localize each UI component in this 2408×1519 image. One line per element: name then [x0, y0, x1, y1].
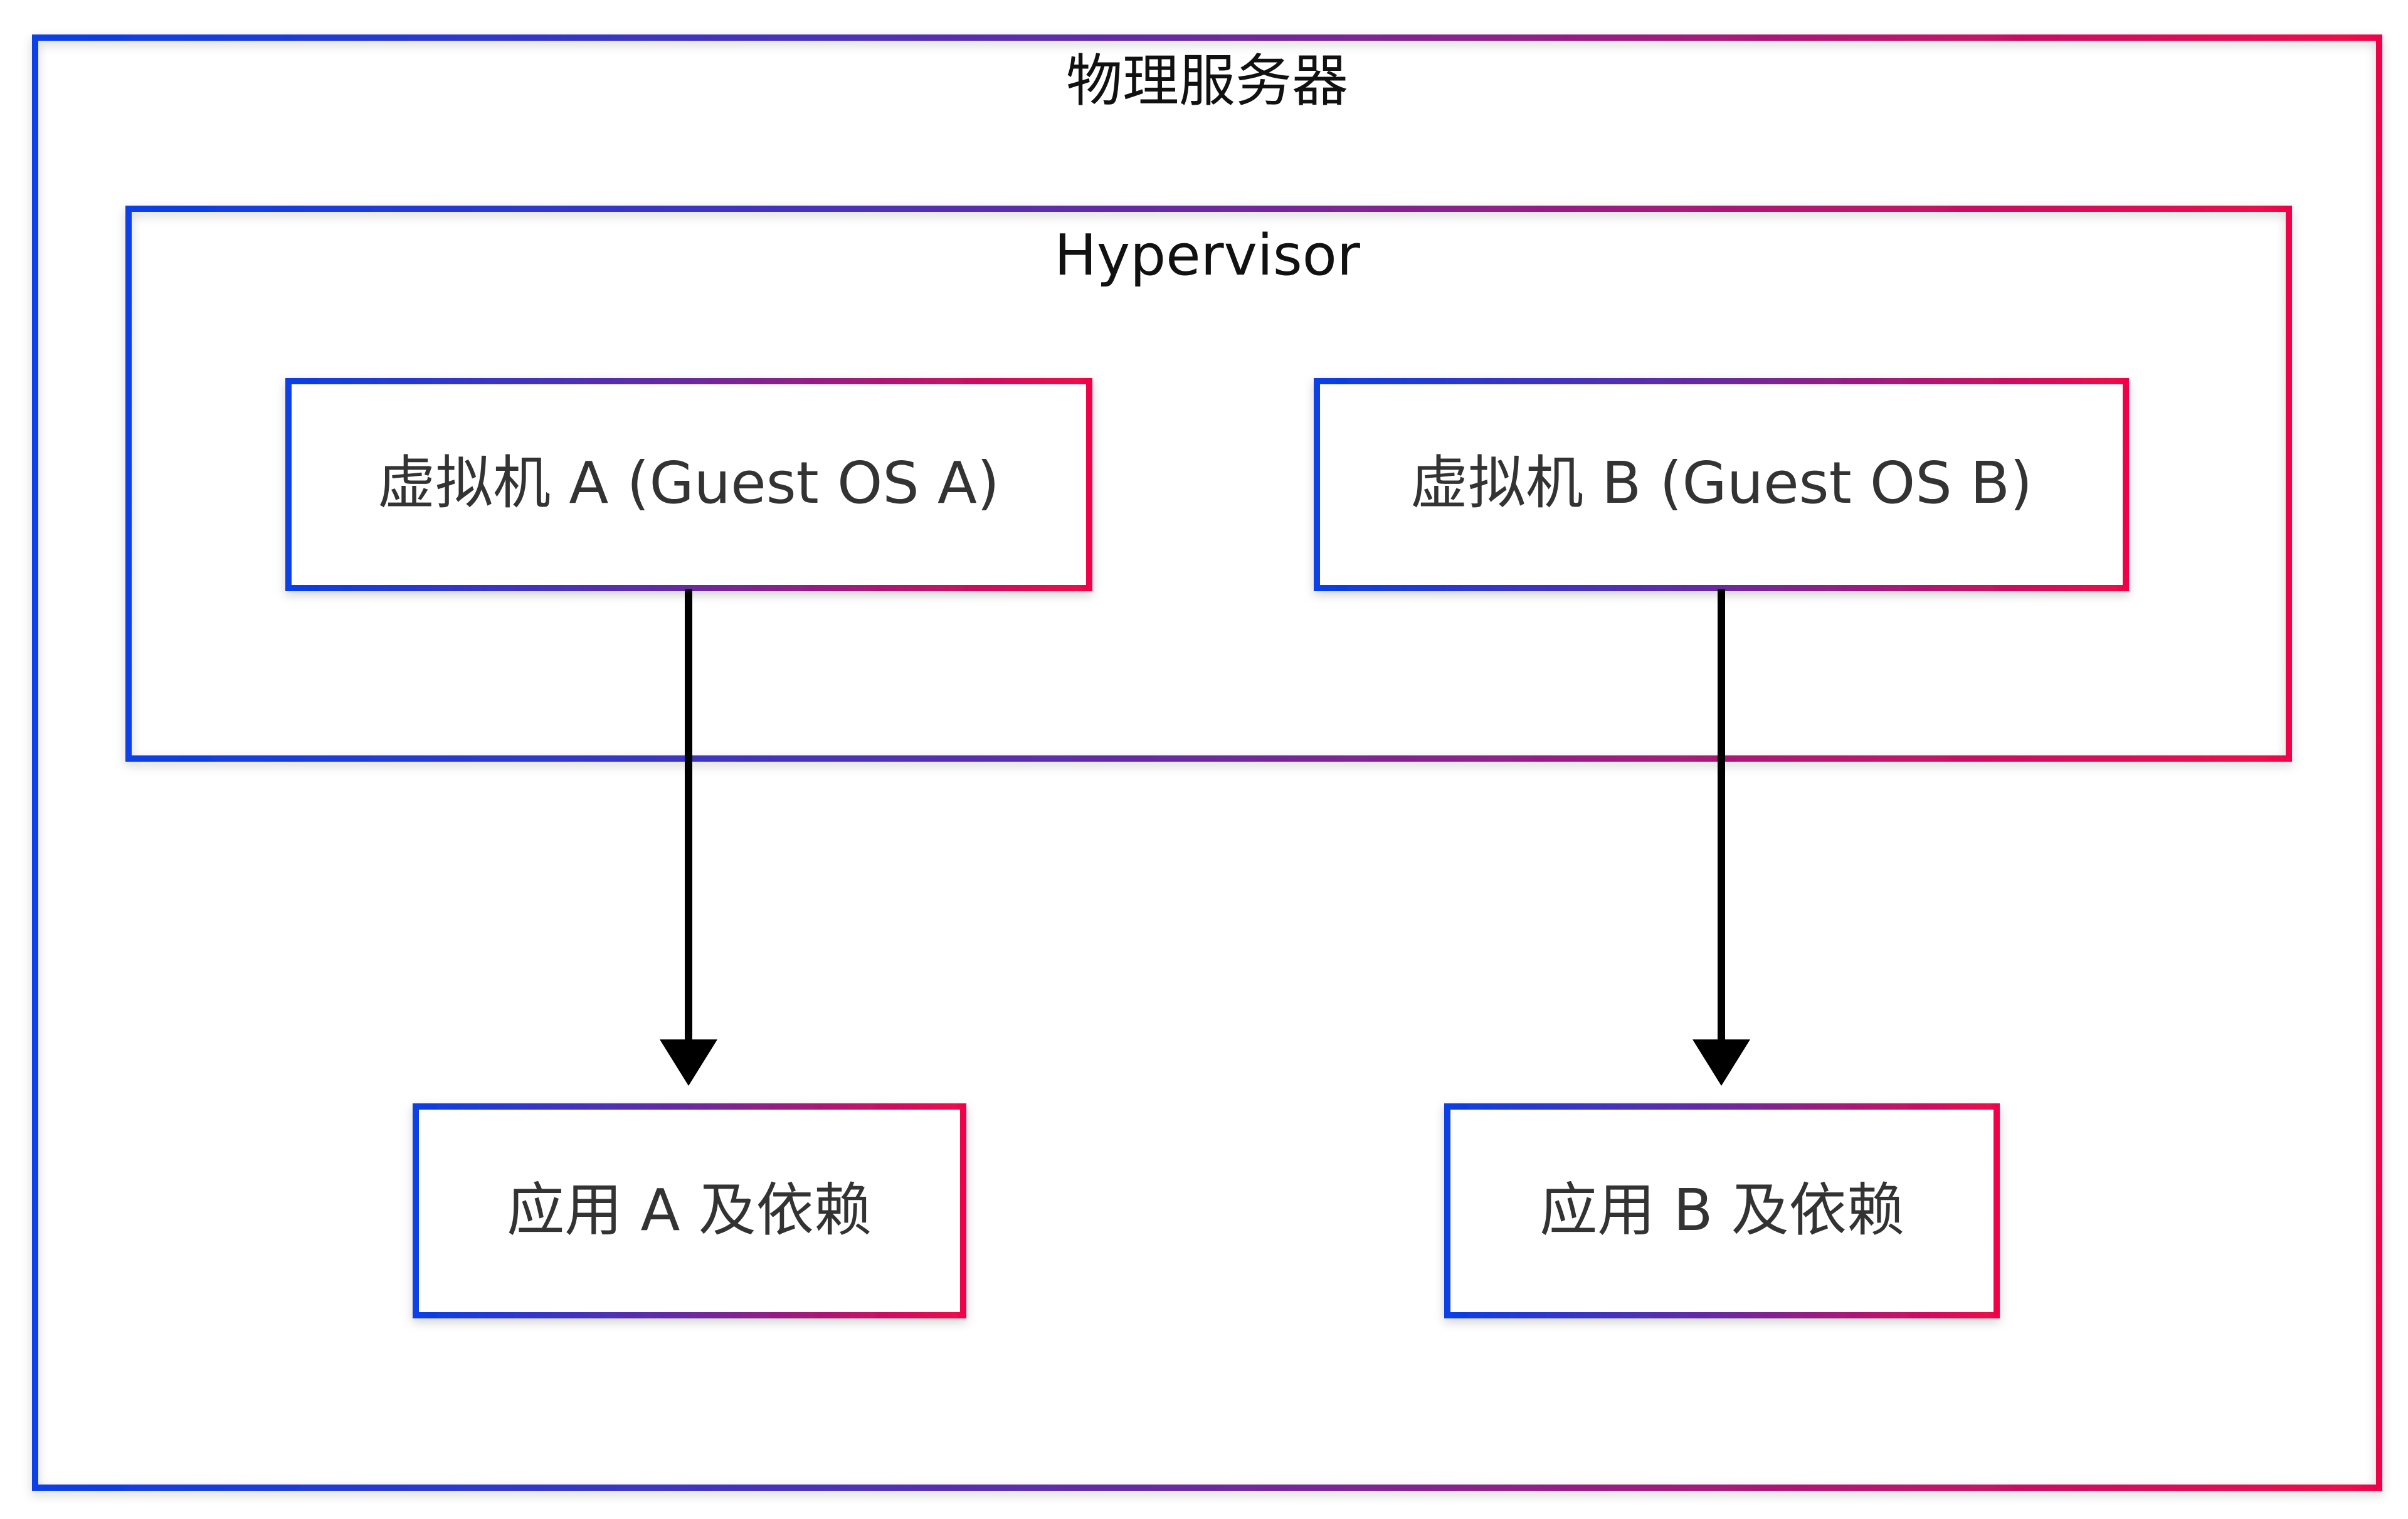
vm-b-box [1314, 378, 2129, 591]
app-b-node: 应用 B 及依赖 [1444, 1103, 2000, 1318]
physical-server-frame: 物理服务器 [32, 34, 2382, 1491]
app-b-box [1444, 1103, 2000, 1318]
vm-b-node: 虚拟机 B (Guest OS B) [1314, 378, 2129, 591]
app-a-box [413, 1103, 966, 1318]
app-b-label: 应用 B 及依赖 [1539, 1177, 1904, 1244]
physical-server-title: 物理服务器 [1066, 48, 1348, 114]
app-a-label: 应用 A 及依赖 [507, 1177, 871, 1244]
hypervisor-title: Hypervisor [1054, 223, 1360, 288]
edge-vm-a-to-app-a [660, 589, 717, 1086]
hypervisor-border [125, 206, 2292, 762]
app-a-node: 应用 A 及依赖 [413, 1103, 966, 1318]
edge-b-arrowhead [1692, 1039, 1750, 1086]
vm-a-node: 虚拟机 A (Guest OS A) [285, 378, 1092, 591]
edge-a-arrowhead [660, 1039, 717, 1086]
vm-a-label: 虚拟机 A (Guest OS A) [378, 449, 1000, 517]
vm-b-label: 虚拟机 B (Guest OS B) [1410, 449, 2032, 517]
vm-a-box [285, 378, 1092, 591]
edge-vm-b-to-app-b [1692, 589, 1750, 1086]
physical-server-border [32, 34, 2382, 1491]
hypervisor-frame: Hypervisor [125, 206, 2292, 762]
